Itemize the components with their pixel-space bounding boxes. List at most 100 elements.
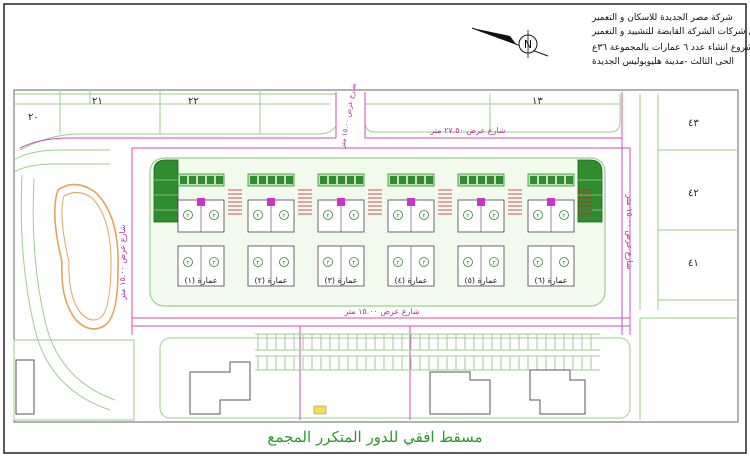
room-marker [533,257,543,267]
header-line-2: احدى شركات الشركة القابضة للتشييد و التع… [591,27,750,37]
oval-island [54,183,119,330]
room-marker [279,210,289,220]
planter-cell [277,176,284,184]
sheet-border [3,3,747,454]
plot-number-20: ٢٠ [28,112,39,123]
room-marker [183,210,193,220]
room-marker-label: ٢ [352,260,355,267]
room-marker-label: ٢ [352,213,355,220]
core-marker [477,198,485,206]
building-label-2: عمارة (٢) [255,276,288,285]
plot-number-21: ٢١ [92,96,103,107]
room-marker [253,210,263,220]
room-marker-label: ٢ [212,213,215,220]
room-marker-label: ٢ [536,260,539,267]
planter-cell [259,176,266,184]
planter-cell [320,176,327,184]
street-label-west: شارع عرض ١٥.٠٠ متر [118,224,127,300]
street-label-north: شارع عرض ٢٧.٥٠ متر [429,126,505,135]
core-marker [197,198,205,206]
planter-cell [347,176,354,184]
room-marker-label: ٢ [466,260,469,267]
building-group-5: ٢ ٢ ٢ ٢ عمارة (٥) [457,173,522,287]
room-marker [279,257,289,267]
planter-cell [408,176,415,184]
room-marker-label: ٢ [422,260,425,267]
header-line-4: الحى الثالث -مدينة هليوبوليس الجديدة [592,57,734,67]
street-label-north-left: شارع عرض ١٥.٠٠ متر [338,82,357,149]
planter-cell [180,176,187,184]
core-marker [547,198,555,206]
building-label-5: عمارة (٥) [465,276,498,285]
plot-number-13: ١٣ [532,96,543,107]
planter-cell [189,176,196,184]
header-line-3: مشروع انشاء عدد ٦ عمارات بالمجموعة ٣٦ع [592,43,750,53]
room-marker [559,257,569,267]
room-marker [393,210,403,220]
room-marker-label: ٢ [326,260,329,267]
planter-cell [557,176,564,184]
planter-cell [329,176,336,184]
plot-number-41: ٤١ [688,258,699,269]
building-label-6: عمارة (٦) [535,276,568,285]
planter-cell [548,176,555,184]
planter-cell [426,176,433,184]
core-marker [337,198,345,206]
room-marker [349,210,359,220]
room-marker [419,210,429,220]
core-marker [407,198,415,206]
room-marker-label: ٢ [256,260,259,267]
room-marker [253,257,263,267]
planter-cell [250,176,257,184]
planter-cell [487,176,494,184]
room-marker-label: ٢ [466,213,469,220]
planter-cell [566,176,573,184]
parking-stall-lines [257,334,592,370]
room-marker-label: ٢ [396,213,399,220]
room-marker-label: ٢ [492,213,495,220]
planter-cell [417,176,424,184]
room-marker [209,210,219,220]
plot-number-22: ٢٢ [188,96,199,107]
room-marker-label: ٢ [256,213,259,220]
planter-cell [198,176,205,184]
room-marker [463,257,473,267]
plot-number-43: ٤٣ [688,118,699,129]
core-marker [267,198,275,206]
room-marker [463,210,473,220]
room-marker [489,210,499,220]
building-label-4: عمارة (٤) [395,276,428,285]
room-marker-label: ٢ [186,213,189,220]
garden-right [577,159,603,223]
room-marker-label: ٢ [186,260,189,267]
header-line-1: شركة مصر الجديدة للاسكان و التعمير [591,13,733,23]
room-marker [489,257,499,267]
planter-cell [207,176,214,184]
room-marker-label: ٢ [396,260,399,267]
room-marker [559,210,569,220]
planter-cell [530,176,537,184]
building-label-3: عمارة (٣) [325,276,358,285]
room-marker-label: ٢ [536,213,539,220]
planter-cell [469,176,476,184]
garden-left [153,159,179,223]
planter-cell [338,176,345,184]
streets [19,92,631,420]
gate-marker [313,405,327,415]
room-marker [209,257,219,267]
planter-cell [356,176,363,184]
oval-island-inner [61,192,112,321]
room-marker-label: ٢ [492,260,495,267]
planter-cell [399,176,406,184]
planter-cell [216,176,223,184]
planter-cell [286,176,293,184]
neighbor-buildings [15,359,586,415]
room-marker-label: ٢ [562,213,565,220]
street-label-south: شارع عرض ١٥.٠٠ متر [343,307,419,316]
